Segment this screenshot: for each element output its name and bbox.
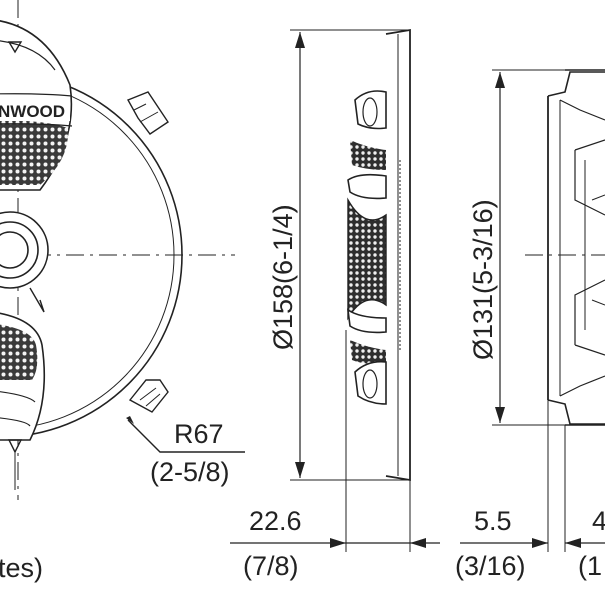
- rear-basket-strut-bottom: [574, 279, 605, 356]
- side-depth-label: 22.6: [249, 506, 302, 536]
- front-mount-tab-top: [127, 91, 169, 135]
- front-view: [0, 0, 245, 500]
- tweeter-dome: [0, 231, 29, 269]
- upper-grille: [0, 119, 69, 185]
- side-depth-label-inch: (7/8): [243, 551, 299, 581]
- rear-cut-label-inch: (1: [578, 551, 602, 581]
- side-cone: [347, 197, 387, 321]
- radius-label-inch: (2-5/8): [150, 457, 230, 487]
- bottom-triangle-marker: [7, 439, 23, 454]
- lower-grille: [0, 324, 38, 380]
- side-diameter-label: Ø158(6-1/4): [268, 204, 298, 350]
- side-lug-bottom: [354, 360, 387, 405]
- brand-logo-text: NWOOD: [0, 102, 65, 121]
- rear-offset-label: 5.5: [474, 506, 512, 536]
- side-lug-top: [354, 90, 387, 130]
- top-triangle-marker: [7, 41, 23, 54]
- side-view: [230, 28, 440, 552]
- rear-cut-label: 4: [592, 506, 605, 536]
- rear-diameter-label: Ø131(5-3/16): [468, 199, 498, 360]
- front-mount-tab-bottom: [128, 379, 169, 413]
- front-caption-partial: tes): [0, 553, 43, 583]
- rear-view: [460, 69, 605, 552]
- rear-basket-strut-top: [574, 139, 605, 216]
- side-flange: [385, 28, 411, 482]
- rear-offset-label-inch: (3/16): [455, 551, 526, 581]
- radius-label: R67: [174, 419, 224, 449]
- radius-leader-line: [127, 419, 245, 453]
